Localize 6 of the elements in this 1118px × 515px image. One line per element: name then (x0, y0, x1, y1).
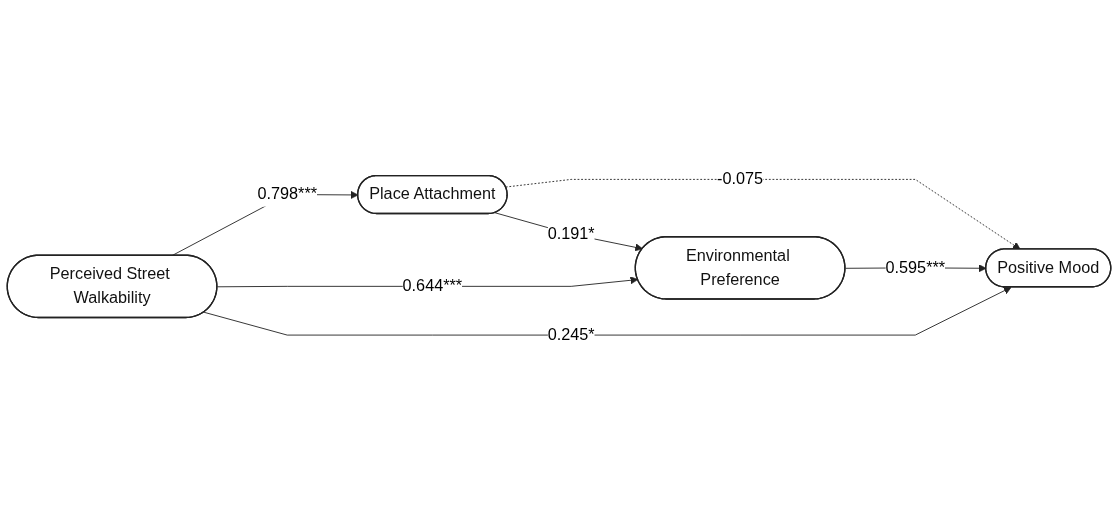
edge-label: 0.644*** (402, 277, 463, 296)
edge-label: 0.245* (547, 325, 595, 344)
edge-label: 0.798*** (257, 185, 318, 204)
edge-label: 0.191* (547, 225, 595, 244)
edge-label: 0.595*** (885, 258, 946, 277)
edge-label: -0.075 (717, 170, 764, 189)
